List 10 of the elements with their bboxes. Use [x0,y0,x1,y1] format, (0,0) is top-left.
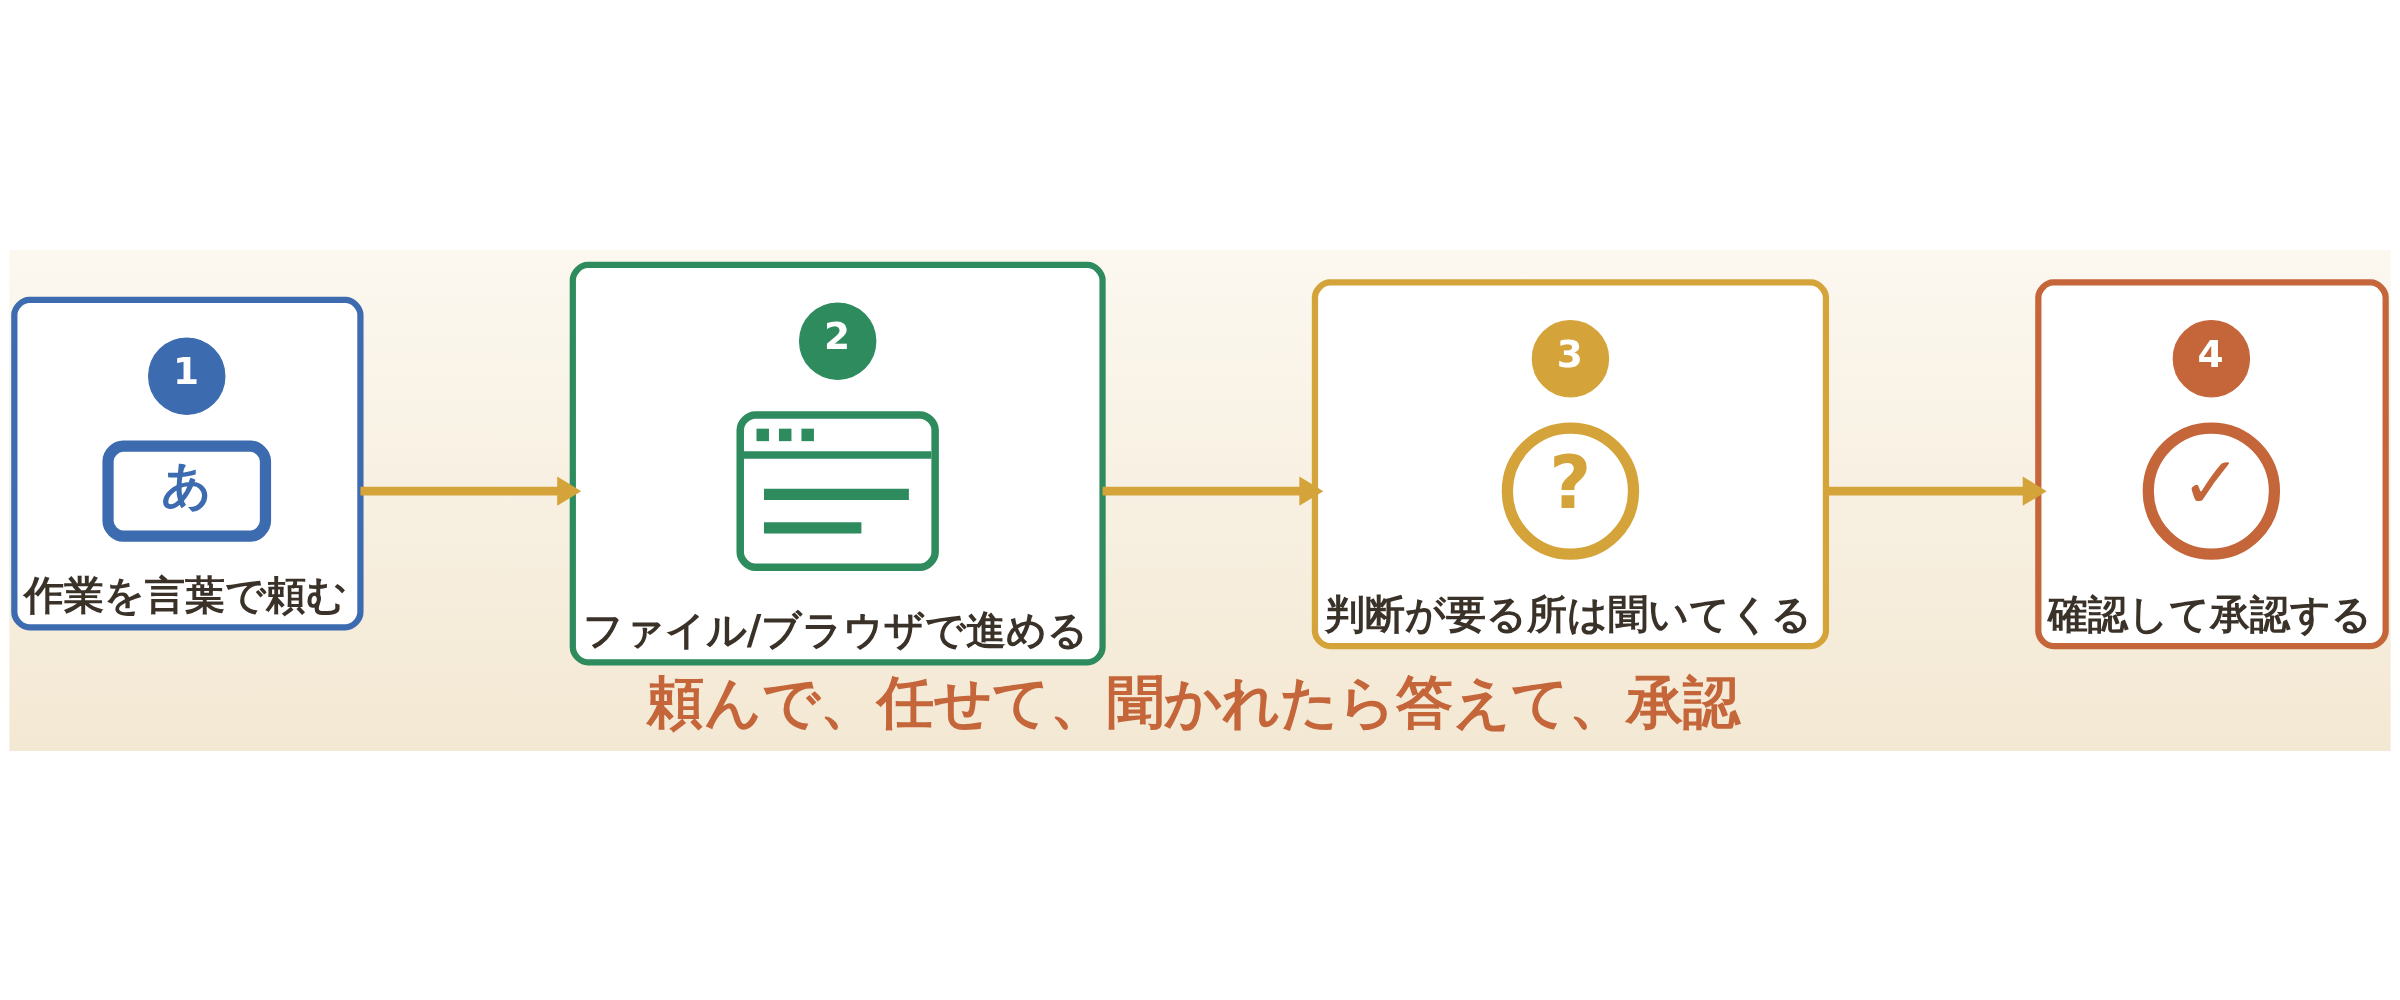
node-circle: ✓ [2142,421,2281,560]
caption: 頼んで、任せて、聞かれたら答えて、承認 [647,668,1741,736]
node-circle: 4 [2172,319,2251,397]
node-circle: ? [1501,421,1640,560]
arrow [1102,475,1324,506]
node-circle: 2 [798,301,877,380]
node-box: あ [102,440,272,542]
arrow [360,475,582,506]
node-circle: 3 [1531,319,1610,397]
node-circle: 1 [148,336,226,415]
